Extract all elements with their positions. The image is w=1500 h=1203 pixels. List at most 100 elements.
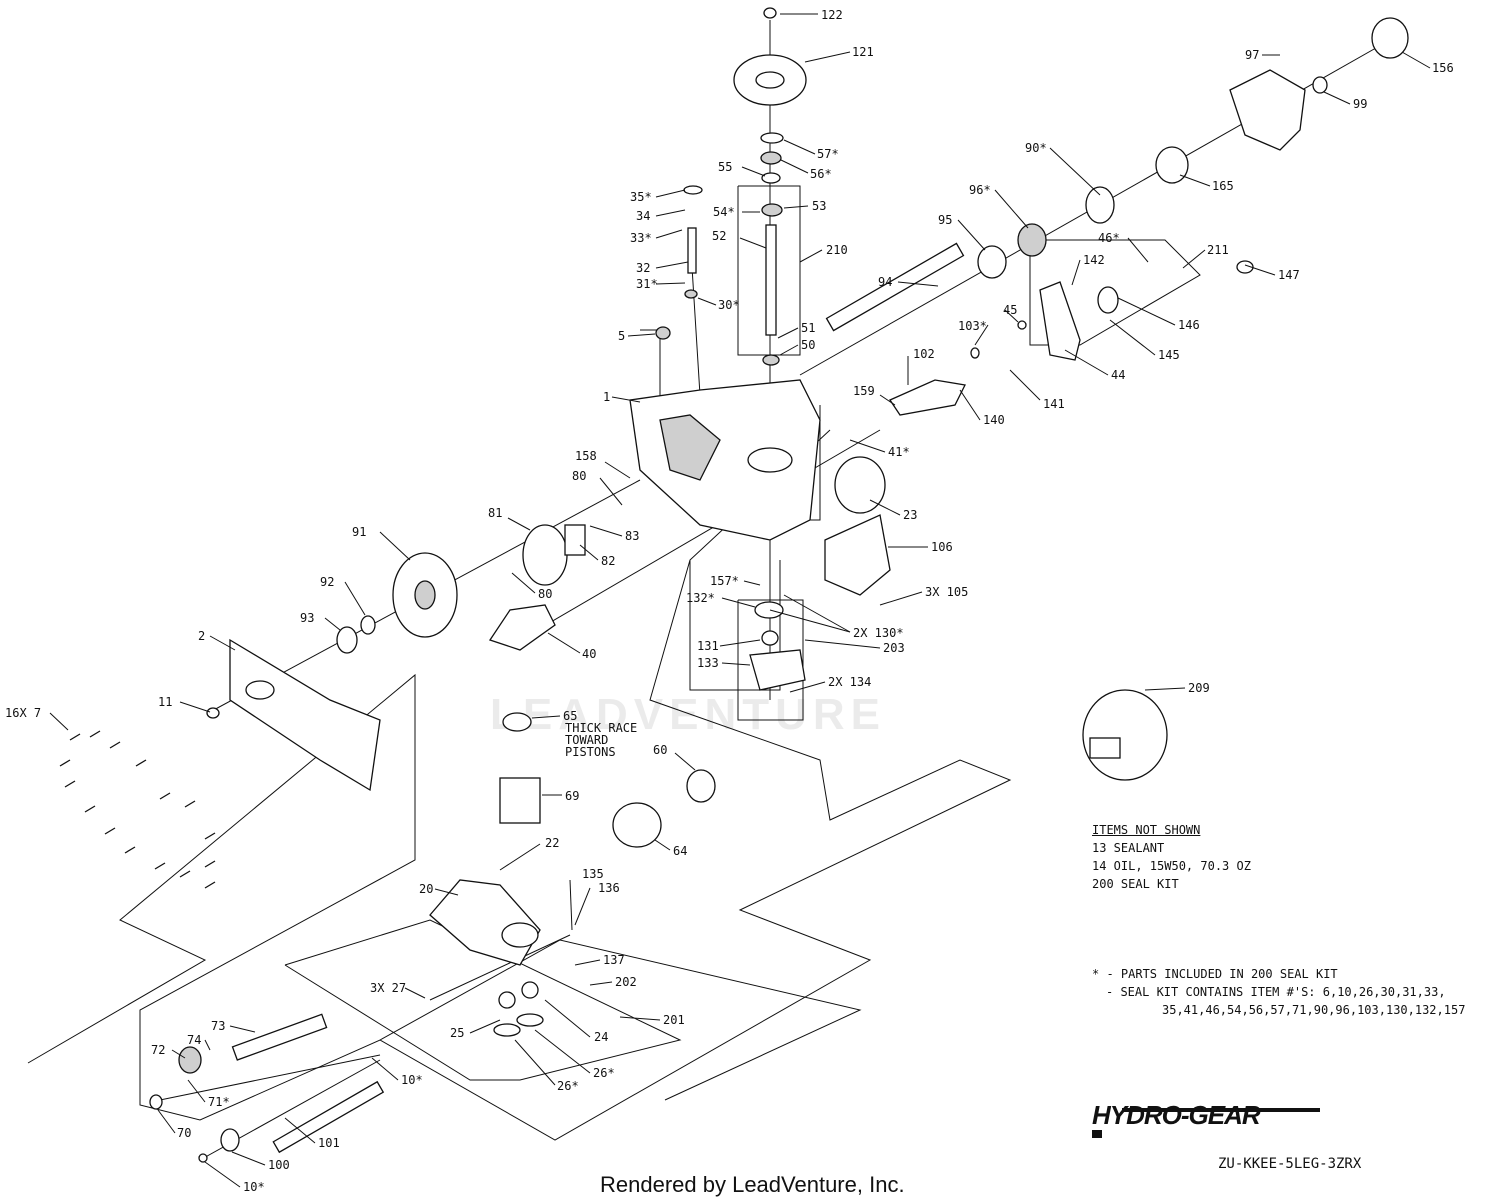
callout-44: 44 bbox=[1111, 368, 1125, 382]
callout-140: 140 bbox=[983, 413, 1005, 427]
hydro-gear-logo bbox=[1092, 1108, 1320, 1138]
callout-31: 31* bbox=[636, 277, 658, 291]
callout-1: 1 bbox=[603, 390, 610, 404]
callout-25: 25 bbox=[450, 1026, 464, 1040]
piston-block-69 bbox=[499, 777, 541, 824]
callout-102: 102 bbox=[913, 347, 935, 361]
callout-96: 96* bbox=[969, 183, 991, 197]
items-not-shown-line-1: 13 SEALANT bbox=[1092, 841, 1165, 855]
callout-83: 83 bbox=[625, 529, 639, 543]
callout-97: 97 bbox=[1245, 48, 1259, 62]
hub-209 bbox=[1082, 689, 1168, 781]
callout-33: 33* bbox=[630, 231, 652, 245]
callout-146: 146 bbox=[1178, 318, 1200, 332]
callout-132: 132* bbox=[686, 591, 715, 605]
callout-100: 100 bbox=[268, 1158, 290, 1172]
callout-69: 69 bbox=[565, 789, 579, 803]
callout-34: 34 bbox=[636, 209, 650, 223]
brand-name: HYDRO-GEAR bbox=[1092, 1100, 1261, 1130]
callout-90: 90* bbox=[1025, 141, 1047, 155]
filter-23 bbox=[834, 456, 886, 514]
bolt-group-7 bbox=[59, 730, 216, 889]
arm-102 bbox=[889, 379, 966, 416]
callout-80a: 80 bbox=[572, 469, 586, 483]
callout-46: 46* bbox=[1098, 231, 1120, 245]
callout-142: 142 bbox=[1083, 253, 1105, 267]
callout-101: 101 bbox=[318, 1136, 340, 1150]
callout-122: 122 bbox=[821, 8, 843, 22]
nut-122 bbox=[763, 7, 777, 19]
plate-44 bbox=[1039, 281, 1081, 361]
callout-2: 2 bbox=[198, 629, 205, 643]
callout-20: 20 bbox=[419, 882, 433, 896]
callout-32: 32 bbox=[636, 261, 650, 275]
callout-56: 56* bbox=[810, 167, 832, 181]
callout-159: 159 bbox=[853, 384, 875, 398]
note-65-line2: TOWARD bbox=[565, 733, 608, 747]
callout-73: 73 bbox=[211, 1019, 225, 1033]
legend-seal-kit-line-3: 35,41,46,54,56,57,71,90,96,103,130,132,1… bbox=[1162, 1003, 1466, 1017]
callout-136: 136 bbox=[598, 881, 620, 895]
plate-133 bbox=[749, 649, 806, 691]
callout-26a: 26* bbox=[557, 1079, 579, 1093]
callout-24: 24 bbox=[594, 1030, 608, 1044]
callout-131: 131 bbox=[697, 639, 719, 653]
model-code: ZU-KKEE-5LEG-3ZRX bbox=[1218, 1156, 1362, 1172]
callout-211: 211 bbox=[1207, 243, 1229, 257]
callout-135: 135 bbox=[582, 867, 604, 881]
callout-93: 93 bbox=[300, 611, 314, 625]
watermark: LEADVENTURE bbox=[490, 690, 887, 739]
callout-22: 22 bbox=[545, 836, 559, 850]
callout-10a: 10* bbox=[401, 1073, 423, 1087]
callout-130: 2X 130* bbox=[853, 626, 904, 640]
callout-137: 137 bbox=[603, 953, 625, 967]
callout-10b: 10* bbox=[243, 1180, 265, 1194]
callout-121: 121 bbox=[852, 45, 874, 59]
hub-97 bbox=[1229, 69, 1306, 151]
callout-55: 55 bbox=[718, 160, 732, 174]
callout-156: 156 bbox=[1432, 61, 1454, 75]
callout-203: 203 bbox=[883, 641, 905, 655]
callout-141: 141 bbox=[1043, 397, 1065, 411]
callout-94: 94 bbox=[878, 275, 892, 289]
callout-51: 51 bbox=[801, 321, 815, 335]
part-callouts: 122 121 57* 56* 55 54* 53 52 210 51 50 3… bbox=[5, 8, 1454, 1194]
callout-30: 30* bbox=[718, 298, 740, 312]
part-shapes bbox=[149, 7, 1409, 1163]
items-not-shown-line-3: 200 SEAL KIT bbox=[1092, 877, 1179, 891]
render-credit: Rendered by LeadVenture, Inc. bbox=[600, 1172, 905, 1197]
gear-81 bbox=[522, 524, 568, 586]
shaft-101 bbox=[272, 1080, 385, 1154]
callout-35: 35* bbox=[630, 190, 652, 204]
piston-block-64 bbox=[612, 802, 662, 848]
items-not-shown-line-2: 14 OIL, 15W50, 70.3 OZ bbox=[1092, 859, 1251, 873]
axle-94 bbox=[825, 242, 965, 332]
callout-7: 16X 7 bbox=[5, 706, 41, 720]
callout-27: 3X 27 bbox=[370, 981, 406, 995]
callout-5: 5 bbox=[618, 329, 625, 343]
callout-145: 145 bbox=[1158, 348, 1180, 362]
callout-45: 45 bbox=[1003, 303, 1017, 317]
callout-71: 71* bbox=[208, 1095, 230, 1109]
callout-133: 133 bbox=[697, 656, 719, 670]
callout-92: 92 bbox=[320, 575, 334, 589]
shaft-52 bbox=[765, 224, 777, 336]
callout-201: 201 bbox=[663, 1013, 685, 1027]
note-65-line3: PISTONS bbox=[565, 745, 616, 759]
callout-147: 147 bbox=[1278, 268, 1300, 282]
callout-106: 106 bbox=[931, 540, 953, 554]
leader-lines bbox=[49, 13, 1431, 1188]
callout-202: 202 bbox=[615, 975, 637, 989]
callout-41: 41* bbox=[888, 445, 910, 459]
callout-52: 52 bbox=[712, 229, 726, 243]
cover-2 bbox=[229, 638, 381, 792]
callout-74: 74 bbox=[187, 1033, 201, 1047]
callout-210: 210 bbox=[826, 243, 848, 257]
note-65-line1: THICK RACE bbox=[565, 721, 637, 735]
callout-23: 23 bbox=[903, 508, 917, 522]
callout-209: 209 bbox=[1188, 681, 1210, 695]
callout-91: 91 bbox=[352, 525, 366, 539]
assembly-panels bbox=[27, 185, 1201, 1141]
callout-134: 2X 134 bbox=[828, 675, 871, 689]
callout-60: 60 bbox=[653, 743, 667, 757]
